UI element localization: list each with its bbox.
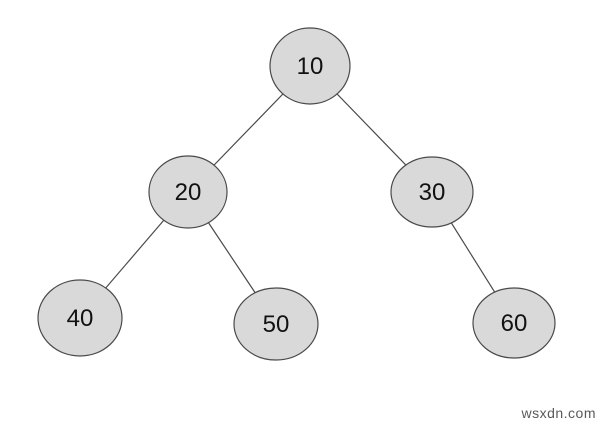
tree-node-label-10: 10 xyxy=(297,53,324,80)
tree-node-circle-40 xyxy=(37,279,123,357)
tree-node-circle-10 xyxy=(269,27,351,105)
tree-node-circle-30 xyxy=(390,156,474,228)
tree-node-label-30: 30 xyxy=(419,179,446,206)
watermark-text: wsxdn.com xyxy=(521,405,596,421)
tree-node-label-20: 20 xyxy=(175,179,202,206)
tree-node-circle-20 xyxy=(148,155,228,229)
tree-node-10: 10 xyxy=(269,27,351,105)
tree-node-30: 30 xyxy=(390,156,474,228)
tree-node-label-50: 50 xyxy=(263,311,290,338)
tree-node-label-60: 60 xyxy=(501,310,528,337)
tree-node-50: 50 xyxy=(233,287,319,361)
tree-node-circle-50 xyxy=(233,287,319,361)
tree-node-20: 20 xyxy=(148,155,228,229)
tree-node-circle-60 xyxy=(472,287,556,359)
tree-node-label-40: 40 xyxy=(67,305,94,332)
tree-node-40: 40 xyxy=(37,279,123,357)
tree-node-60: 60 xyxy=(472,287,556,359)
